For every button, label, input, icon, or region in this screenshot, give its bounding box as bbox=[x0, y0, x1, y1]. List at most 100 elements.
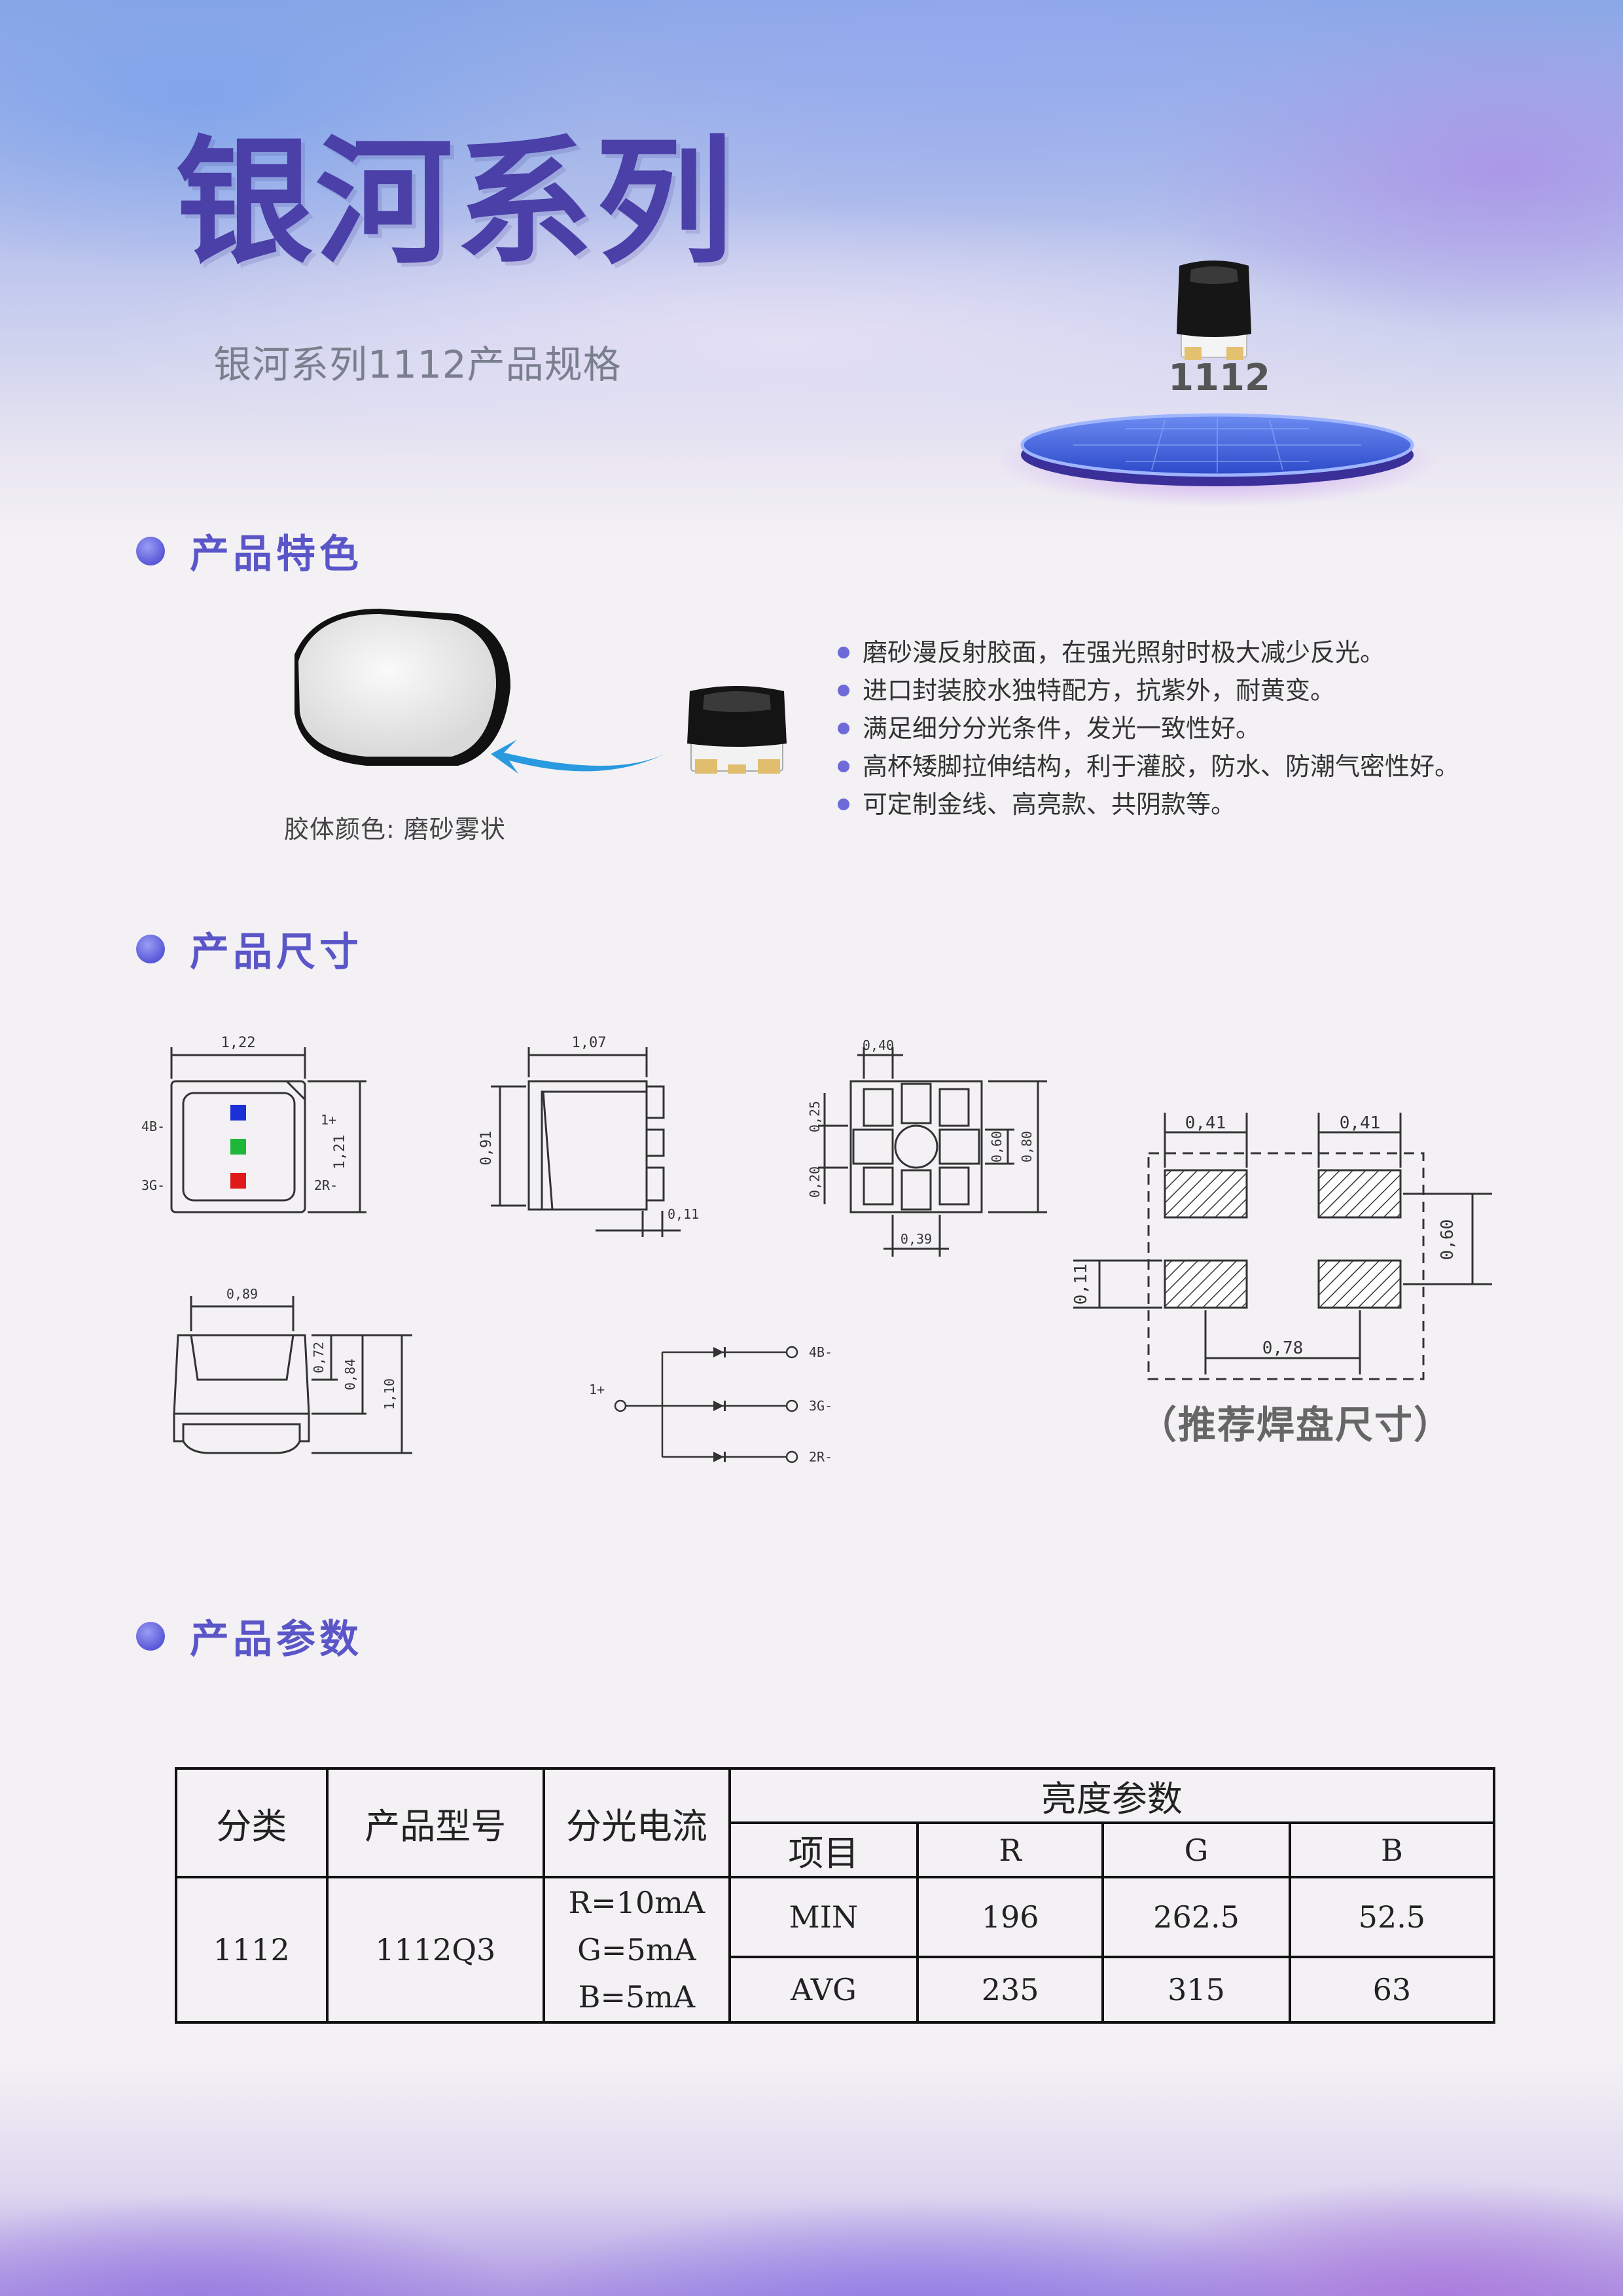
bullet-icon bbox=[838, 685, 849, 696]
bullet-icon bbox=[838, 798, 849, 810]
feature-item: 进口封装胶水独特配方，抗紫外，耐黄变。 bbox=[838, 672, 1610, 709]
page-title: 银河系列 bbox=[175, 122, 736, 283]
dim-label: 0,89 bbox=[226, 1286, 258, 1302]
cell-current: R=10mA G=5mA B=5mA bbox=[543, 1876, 731, 2024]
dim-label: 0,41 bbox=[1340, 1113, 1381, 1133]
section-bullet-icon bbox=[136, 1621, 165, 1651]
dim-label: 0,11 bbox=[668, 1206, 699, 1222]
section-bullet-icon bbox=[136, 934, 165, 963]
bullet-icon bbox=[838, 723, 849, 734]
cell-avg-b: 63 bbox=[1288, 1956, 1496, 2024]
bullet-icon bbox=[838, 647, 849, 658]
dim-label: 0,78 bbox=[1262, 1338, 1304, 1358]
section-features: 产品特色 bbox=[136, 522, 363, 579]
pin-label: 1+ bbox=[589, 1382, 605, 1397]
bullet-icon bbox=[838, 761, 849, 772]
front-view-drawing: 0,89 0,72 0,84 1,10 bbox=[173, 1286, 412, 1454]
dim-label: 1,07 bbox=[572, 1035, 607, 1051]
solder-pad bbox=[1317, 1259, 1402, 1309]
dim-label: 1,21 bbox=[332, 1135, 348, 1170]
section-dimensions: 产品尺寸 bbox=[136, 920, 363, 977]
table-subheader-row: 项目 R G B bbox=[176, 1821, 1496, 1878]
header-model: 产品型号 bbox=[325, 1767, 546, 1878]
resin-color-caption: 胶体颜色: 磨砂雾状 bbox=[284, 815, 506, 844]
pin-label: 3G- bbox=[809, 1398, 832, 1414]
section-title: 产品特色 bbox=[190, 531, 363, 577]
header-r: R bbox=[916, 1821, 1105, 1878]
header-brightness: 亮度参数 bbox=[728, 1767, 1496, 1824]
pad-layout-caption: （推荐焊盘尺寸） bbox=[1139, 1403, 1454, 1447]
section-title: 产品参数 bbox=[190, 1617, 363, 1662]
cell-min-label: MIN bbox=[728, 1876, 919, 1958]
led-product-icon bbox=[687, 686, 787, 774]
product-hero-image: 1112 bbox=[995, 260, 1440, 507]
table-header-row: 分类 产品型号 分光电流 亮度参数 bbox=[175, 1767, 1496, 1878]
table-row-avg: AVG 235 315 63 bbox=[176, 1956, 1496, 2024]
current-r: R=10mA bbox=[568, 1885, 705, 1920]
red-chip bbox=[230, 1173, 246, 1189]
header-current: 分光电流 bbox=[543, 1767, 731, 1878]
circuit-diagram: 1+ 4B- 3G- 2R- bbox=[589, 1344, 832, 1465]
bottom-view-drawing: 0,40 0,25 0,20 0,60 0,80 0,39 bbox=[807, 1037, 1047, 1257]
dim-label: 0,91 bbox=[478, 1131, 495, 1166]
feature-list: 磨砂漫反射胶面，在强光照射时极大减少反光。 进口封装胶水独特配方，抗紫外，耐黄变… bbox=[838, 634, 1610, 823]
cell-avg-g: 315 bbox=[1101, 1956, 1291, 2024]
dim-label: 1,22 bbox=[221, 1035, 256, 1051]
side-view-drawing: 1,07 0,91 0,11 bbox=[478, 1035, 699, 1237]
cell-avg-r: 235 bbox=[916, 1956, 1105, 2024]
feature-item: 磨砂漫反射胶面，在强光照射时极大减少反光。 bbox=[838, 634, 1610, 672]
dim-label: 0,20 bbox=[807, 1166, 823, 1198]
arrow-icon bbox=[491, 740, 668, 774]
dim-label: 0,41 bbox=[1185, 1113, 1226, 1133]
dim-label: 0,39 bbox=[901, 1231, 932, 1247]
pin-label: 1+ bbox=[321, 1112, 336, 1128]
dim-label: 0,80 bbox=[1019, 1131, 1035, 1162]
pin-label: 2R- bbox=[809, 1449, 832, 1465]
led-1112-icon bbox=[1177, 260, 1251, 360]
header-g: G bbox=[1101, 1821, 1291, 1878]
pin-label: 3G- bbox=[141, 1177, 165, 1193]
cell-avg-label: AVG bbox=[728, 1956, 919, 2024]
feature-item: 可定制金线、高亮款、共阴款等。 bbox=[838, 785, 1610, 823]
feature-item: 满足细分分光条件，发光一致性好。 bbox=[838, 709, 1610, 747]
current-b: B=5mA bbox=[578, 1979, 696, 2015]
solder-pad bbox=[1317, 1169, 1402, 1219]
feature-item: 高杯矮脚拉伸结构，利于灌胶，防水、防潮气密性好。 bbox=[838, 747, 1610, 785]
solder-pad bbox=[1164, 1259, 1248, 1309]
page-subtitle: 银河系列1112产品规格 bbox=[213, 342, 622, 387]
dim-label: 0,11 bbox=[1071, 1264, 1091, 1305]
cell-min-b: 52.5 bbox=[1288, 1876, 1496, 1958]
surface-closeup-image bbox=[294, 609, 668, 774]
section-bullet-icon bbox=[136, 536, 165, 565]
header-b: B bbox=[1288, 1821, 1496, 1878]
dim-label: 0,60 bbox=[1438, 1219, 1457, 1261]
section-parameters: 产品参数 bbox=[136, 1607, 363, 1664]
pin-label: 2R- bbox=[314, 1177, 338, 1193]
pin-label: 4B- bbox=[141, 1119, 165, 1134]
cell-min-r: 196 bbox=[916, 1876, 1105, 1958]
header-category: 分类 bbox=[175, 1767, 329, 1878]
blue-chip bbox=[230, 1105, 246, 1121]
dim-label: 0,40 bbox=[863, 1037, 894, 1053]
cell-min-g: 262.5 bbox=[1101, 1876, 1291, 1958]
header-item: 项目 bbox=[728, 1821, 919, 1878]
green-chip bbox=[230, 1139, 246, 1155]
dim-label: 0,84 bbox=[342, 1359, 358, 1390]
section-title: 产品尺寸 bbox=[190, 929, 363, 975]
platform-grid bbox=[1073, 418, 1361, 473]
dim-label: 1,10 bbox=[382, 1378, 397, 1410]
dim-label: 0,60 bbox=[989, 1131, 1005, 1162]
dim-label: 0,72 bbox=[311, 1342, 327, 1373]
cell-category: 1112 bbox=[175, 1876, 329, 2024]
pad-layout-drawing: 0,41 0,41 0,60 0,11 0,78 bbox=[1071, 1113, 1492, 1380]
footer-background bbox=[0, 2062, 1623, 2296]
pin-label: 4B- bbox=[809, 1344, 832, 1360]
table-row-min: 1112 1112Q3 R=10mA G=5mA B=5mA MIN 196 2… bbox=[175, 1876, 1496, 2024]
solder-pad bbox=[1164, 1169, 1248, 1219]
product-label: 1112 bbox=[1168, 357, 1270, 399]
dim-label: 0,25 bbox=[807, 1101, 823, 1132]
parameter-table: 分类 产品型号 分光电流 亮度参数 项目 R G B 1112 1112Q3 R… bbox=[175, 1767, 1496, 2024]
top-view-drawing: 1,22 1,21 1+ 4B- 3G- 2R- bbox=[141, 1035, 366, 1213]
current-g: G=5mA bbox=[577, 1932, 696, 1967]
cell-model: 1112Q3 bbox=[325, 1876, 546, 2024]
